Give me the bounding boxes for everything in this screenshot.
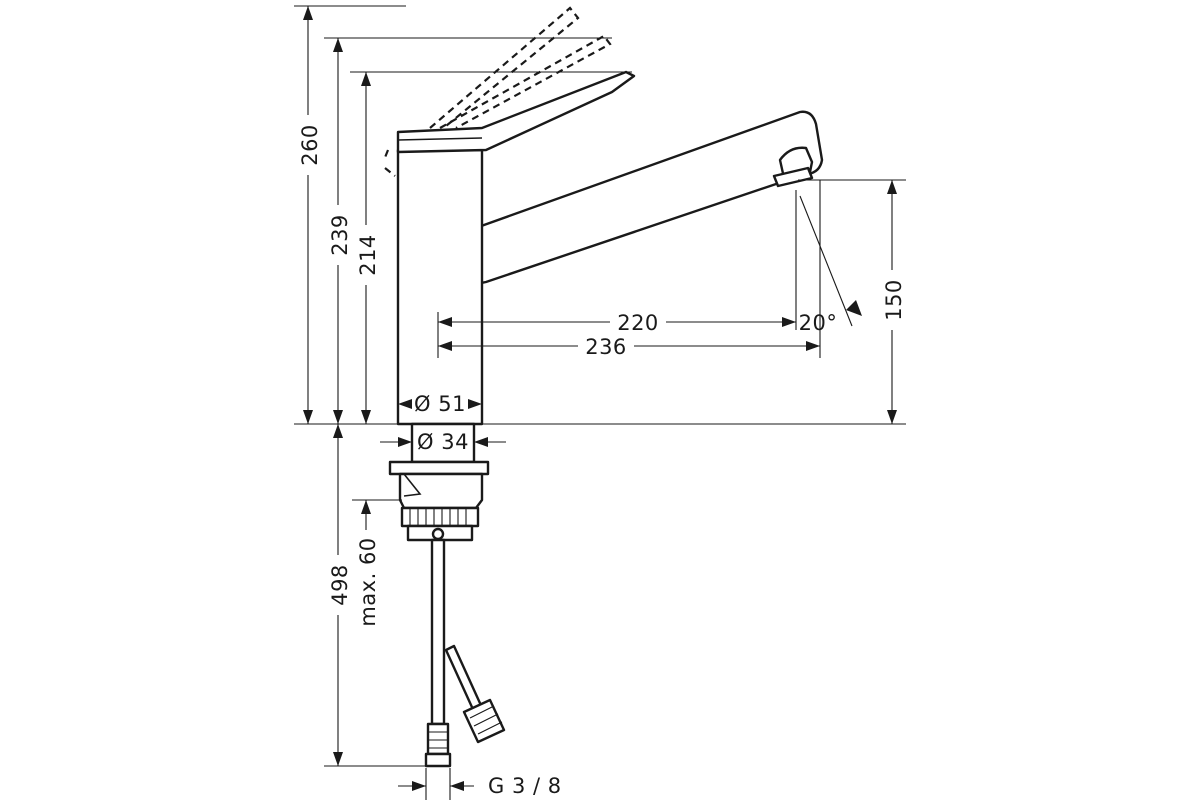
- dim-260: 260: [298, 124, 322, 166]
- dim-diameter-34: Ø 34: [417, 430, 469, 454]
- spout: [466, 110, 824, 284]
- dimension-labels: 260 239 214 150 220 236 20° Ø 51 Ø 34 49…: [296, 115, 906, 798]
- lever: [396, 70, 636, 154]
- dim-max-60: max. 60: [356, 537, 380, 626]
- faucet-body: [382, 6, 824, 426]
- dim-20-degrees: 20°: [799, 311, 838, 335]
- body-cylinder: [396, 148, 484, 426]
- dim-239: 239: [328, 214, 352, 256]
- dim-150: 150: [882, 279, 906, 321]
- dim-236: 236: [585, 335, 627, 359]
- dim-g-3-8: G 3 / 8: [488, 774, 562, 798]
- mounting-assembly: [388, 422, 506, 768]
- dim-214: 214: [356, 234, 380, 276]
- dim-diameter-51: Ø 51: [414, 392, 466, 416]
- dim-220: 220: [617, 311, 659, 335]
- supply-hose: [430, 538, 446, 726]
- dim-498: 498: [328, 564, 352, 606]
